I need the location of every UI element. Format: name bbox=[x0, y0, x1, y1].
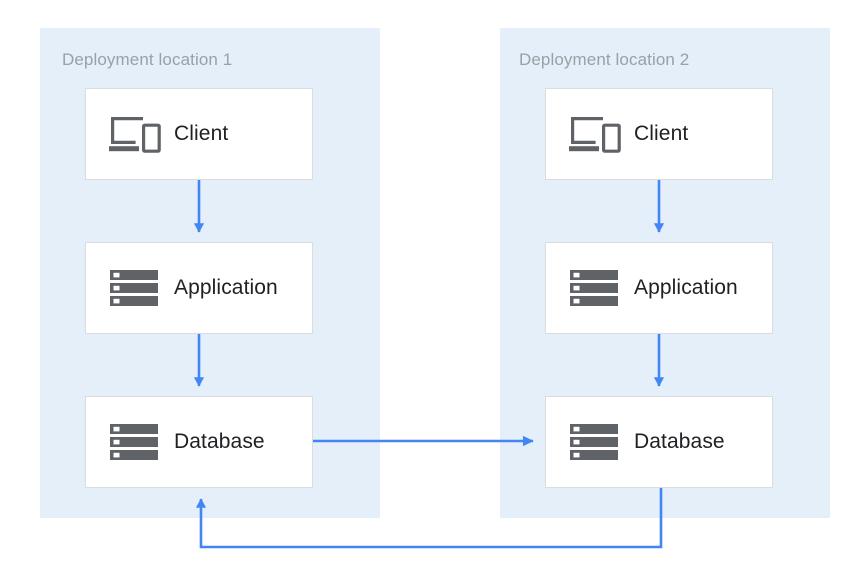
node-client-region-1[interactable]: Client bbox=[85, 88, 313, 180]
node-application-region-1[interactable]: Application bbox=[85, 242, 313, 334]
client-devices-icon bbox=[108, 110, 162, 158]
node-label-client-region-1: Client bbox=[174, 122, 229, 145]
server-stack-icon bbox=[568, 418, 622, 466]
client-devices-icon bbox=[568, 110, 622, 158]
node-client-region-2[interactable]: Client bbox=[545, 88, 773, 180]
server-stack-icon bbox=[108, 418, 162, 466]
node-label-client-region-2: Client bbox=[634, 122, 689, 145]
node-label-database-region-1: Database bbox=[174, 430, 265, 453]
region-label-deployment-location-2: Deployment location 2 bbox=[519, 50, 690, 69]
node-label-database-region-2: Database bbox=[634, 430, 725, 453]
node-label-application-region-2: Application bbox=[634, 276, 738, 299]
server-stack-icon bbox=[568, 264, 622, 312]
node-database-region-1[interactable]: Database bbox=[85, 396, 313, 488]
server-stack-icon bbox=[108, 264, 162, 312]
node-database-region-2[interactable]: Database bbox=[545, 396, 773, 488]
node-application-region-2[interactable]: Application bbox=[545, 242, 773, 334]
node-label-application-region-1: Application bbox=[174, 276, 278, 299]
region-label-deployment-location-1: Deployment location 1 bbox=[62, 50, 233, 69]
